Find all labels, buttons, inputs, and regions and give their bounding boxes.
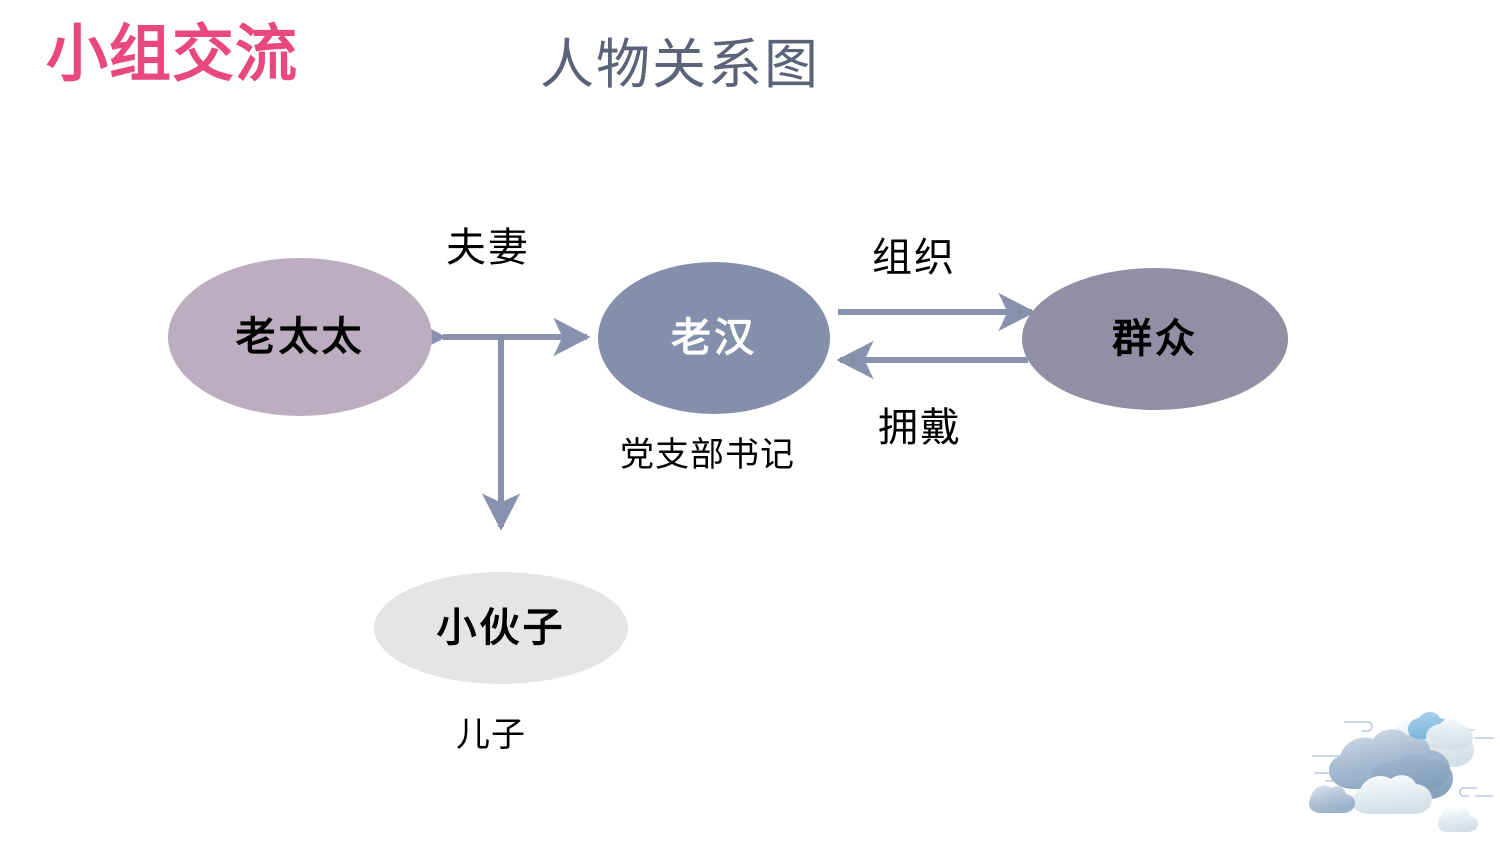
page-subtitle: 人物关系图 bbox=[540, 35, 820, 95]
caption-xiaohuozi-role: 儿子 bbox=[456, 716, 526, 754]
node-label-qunzhong: 群众 bbox=[1112, 317, 1198, 361]
node-laohan[interactable]: 老汉 bbox=[598, 262, 830, 414]
caption-laohan-role: 党支部书记 bbox=[620, 436, 795, 474]
node-label-xiaohuozi: 小伙子 bbox=[436, 606, 566, 650]
node-qunzhong[interactable]: 群众 bbox=[1022, 268, 1288, 410]
node-label-laohan: 老汉 bbox=[671, 316, 757, 360]
node-laotaitai[interactable]: 老太太 bbox=[168, 258, 432, 416]
node-xiaohuozi[interactable]: 小伙子 bbox=[374, 572, 628, 684]
edge-label-fuqi: 夫妻 bbox=[446, 226, 530, 270]
edge-label-zuzhi: 组织 bbox=[872, 236, 956, 280]
node-label-laotaitai: 老太太 bbox=[235, 315, 365, 359]
page-title: 小组交流 bbox=[46, 20, 299, 89]
edge-label-yongdai: 拥戴 bbox=[878, 406, 962, 450]
